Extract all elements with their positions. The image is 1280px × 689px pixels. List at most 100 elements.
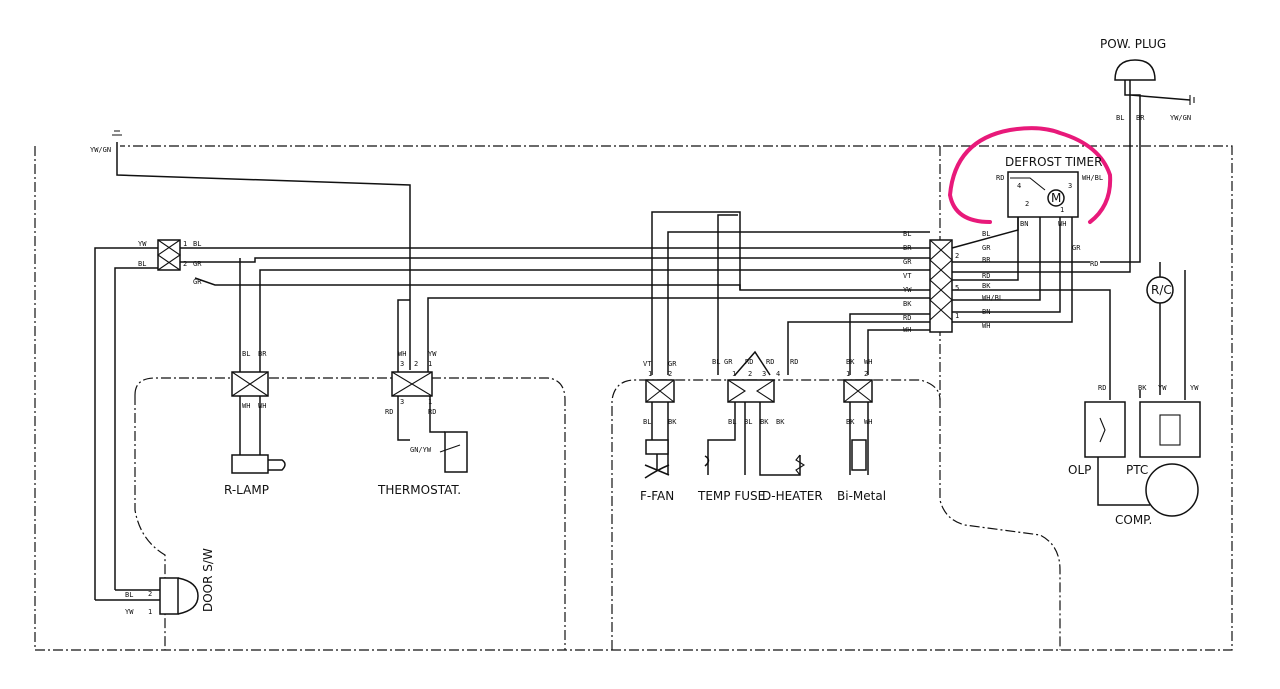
comp-label: COMP. <box>1115 513 1152 527</box>
code-gr-timer: GR <box>1072 244 1081 252</box>
code-rd-heater1: RD <box>745 358 753 366</box>
right-wire-bk <box>952 289 1111 385</box>
pin-2-main: 2 <box>955 252 959 260</box>
code-bl-heater3: BL <box>744 418 752 426</box>
pow-plug-label: POW. PLUG <box>1100 37 1166 51</box>
plug-wire-bl <box>1100 200 1141 263</box>
pin-4-timer: 4 <box>1017 182 1021 190</box>
code-bk-bimetal: BK <box>846 358 855 366</box>
bimetal-body <box>851 439 867 471</box>
heater-connector-mark <box>727 379 775 403</box>
timer-contact <box>1010 177 1046 191</box>
code-rd-timer: RD <box>996 174 1004 182</box>
code-bk-main: BK <box>903 300 912 308</box>
code-bk-fan: BK <box>668 418 677 426</box>
heater-resistor <box>795 454 806 476</box>
pin-3-heater: 3 <box>762 370 766 378</box>
pin-1-fan: 1 <box>648 370 652 378</box>
ptc-element <box>1159 414 1181 446</box>
bimetal-connector-mark <box>843 379 873 403</box>
code-ywgn-plug: YW/GN <box>1170 114 1191 122</box>
cabinet-outline <box>34 145 1233 651</box>
pin-2-heater: 2 <box>748 370 752 378</box>
code-ywgn-top: YW/GN <box>90 146 111 154</box>
code-gr-left: GR <box>193 260 202 268</box>
fan-wire-gr <box>667 231 930 375</box>
code-rd-heater3: RD <box>790 358 798 366</box>
code-whbl-right: WH/BL <box>982 294 1003 302</box>
compressor <box>1145 463 1199 517</box>
heater-top-wire <box>734 350 771 376</box>
code-rd-thermo2: RD <box>428 408 436 416</box>
bimetal-leads <box>849 402 869 475</box>
fridge-left-outline <box>134 395 166 650</box>
main-connector <box>929 239 953 333</box>
code-bk-heater2: BK <box>776 418 785 426</box>
thermo-wire-wh <box>397 299 410 375</box>
code-wh-lamp1: WH <box>242 402 250 410</box>
door-wire-bl <box>94 247 160 600</box>
rc-label: R/C <box>1151 283 1172 297</box>
code-rd-main: RD <box>903 314 911 322</box>
right-wire-br <box>952 80 1131 273</box>
door-connector <box>157 239 181 271</box>
code-gr-right: GR <box>982 244 991 252</box>
code-gr-fan: GR <box>668 360 677 368</box>
right-wire-wh <box>952 215 1073 323</box>
thermo-wire-yw <box>427 297 930 375</box>
door-switch-body <box>177 577 199 615</box>
code-rd-olp: RD <box>1098 384 1106 392</box>
pin-1-timer: 1 <box>1060 206 1064 214</box>
pin-1-heater: 1 <box>732 370 736 378</box>
code-rd-right: RD <box>982 272 990 280</box>
comp-wires <box>1109 270 1186 400</box>
code-gr-main: GR <box>903 258 912 266</box>
pin-2-door: 2 <box>148 590 152 598</box>
heater-connector <box>727 379 775 403</box>
fan-loop-wire <box>651 211 741 375</box>
pin-1-thermo: 1 <box>428 360 432 368</box>
bi-metal-label: Bi-Metal <box>837 489 886 503</box>
code-bl-lamp: BL <box>242 350 250 358</box>
pin-2-fan: 2 <box>668 370 672 378</box>
code-bl-plug: BL <box>1116 114 1124 122</box>
code-yw-door2: YW <box>125 608 134 616</box>
code-gnyw-thermo: GN/YW <box>410 446 432 454</box>
machine-room-outline <box>939 146 1061 650</box>
pin-2-timer: 2 <box>1025 200 1029 208</box>
code-yw-door: YW <box>138 240 147 248</box>
code-yw-main: YW <box>903 286 912 294</box>
freezer-compartment-outline <box>611 379 941 650</box>
code-bl-door: BL <box>138 260 146 268</box>
code-br-right: BR <box>982 256 991 264</box>
ground-wire <box>116 142 411 370</box>
code-wh-lamp2: WH <box>258 402 266 410</box>
code-bl-door2: BL <box>125 591 133 599</box>
code-bl-heater: BL <box>712 358 720 366</box>
olp-element <box>1099 417 1106 443</box>
pin-1-main: 1 <box>955 312 959 320</box>
code-bk-right: BK <box>982 282 991 290</box>
code-bl-left: BL <box>193 240 201 248</box>
fan-motor <box>645 439 669 455</box>
comp-lead <box>1097 457 1150 506</box>
pin-1-door: 1 <box>148 608 152 616</box>
lamp-leads <box>239 396 261 455</box>
code-vt-main: VT <box>903 272 912 280</box>
defrost-timer-box <box>1007 171 1079 218</box>
code-bk-heater: BK <box>760 418 769 426</box>
r-lamp-label: R-LAMP <box>224 483 269 497</box>
code-bl-right: BL <box>982 230 990 238</box>
code-br-plug: BR <box>1136 114 1145 122</box>
code-wh-main: WH <box>903 326 911 334</box>
code-yw-comp: YW <box>1190 384 1199 392</box>
code-gr-heater: GR <box>724 358 733 366</box>
code-yw-ptc: YW <box>1158 384 1167 392</box>
pin-4-heater: 4 <box>776 370 780 378</box>
pin-2-thermo: 2 <box>414 360 418 368</box>
bimetal-wire-bk <box>849 313 930 375</box>
door-wire-term <box>95 589 165 601</box>
fridge-compartment-outline <box>134 377 566 650</box>
pin-3-thermo-b: 3 <box>400 398 404 406</box>
code-wh-right: WH <box>982 322 990 330</box>
